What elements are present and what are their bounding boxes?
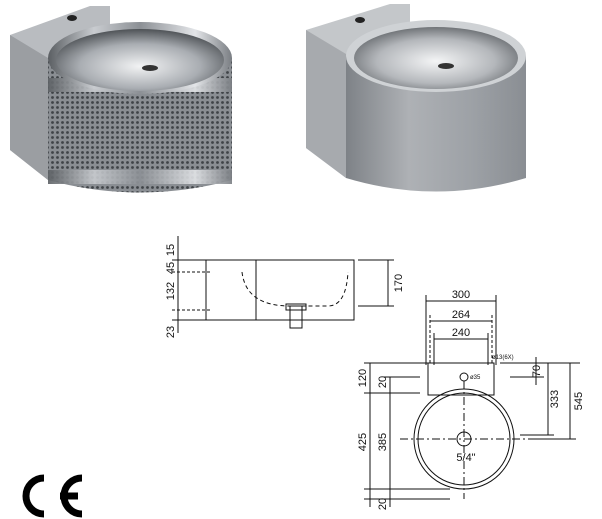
ce-mark-icon (22, 474, 83, 518)
top-view-drawing: 300 264 240 ø13(6X) ø35 120 20 425 385 2… (357, 289, 585, 510)
perforated-basin-photo (10, 6, 232, 193)
dim-20-top: 20 (377, 376, 389, 388)
dim-23: 23 (165, 326, 177, 338)
hole-spec-label: ø13(6X) (492, 355, 514, 361)
dim-545: 545 (573, 392, 585, 410)
waste-size-label: 5/4" (456, 452, 475, 464)
brushed-basin-photo (306, 4, 526, 192)
dim-264: 264 (452, 309, 470, 321)
tap-hole-label: ø35 (470, 375, 481, 381)
dim-15: 15 (165, 244, 177, 256)
dim-20-bottom: 20 (377, 498, 389, 510)
dim-300: 300 (452, 289, 470, 301)
dim-425: 425 (357, 433, 369, 451)
dim-132: 132 (165, 282, 177, 300)
dim-45: 45 (165, 262, 177, 274)
dim-240: 240 (452, 327, 470, 339)
dim-170: 170 (393, 274, 405, 292)
dim-385: 385 (377, 433, 389, 451)
dim-333: 333 (549, 390, 561, 408)
dim-70: 70 (531, 365, 543, 377)
side-elevation-drawing: 15 45 132 23 170 (165, 236, 405, 338)
dim-120: 120 (357, 369, 369, 387)
